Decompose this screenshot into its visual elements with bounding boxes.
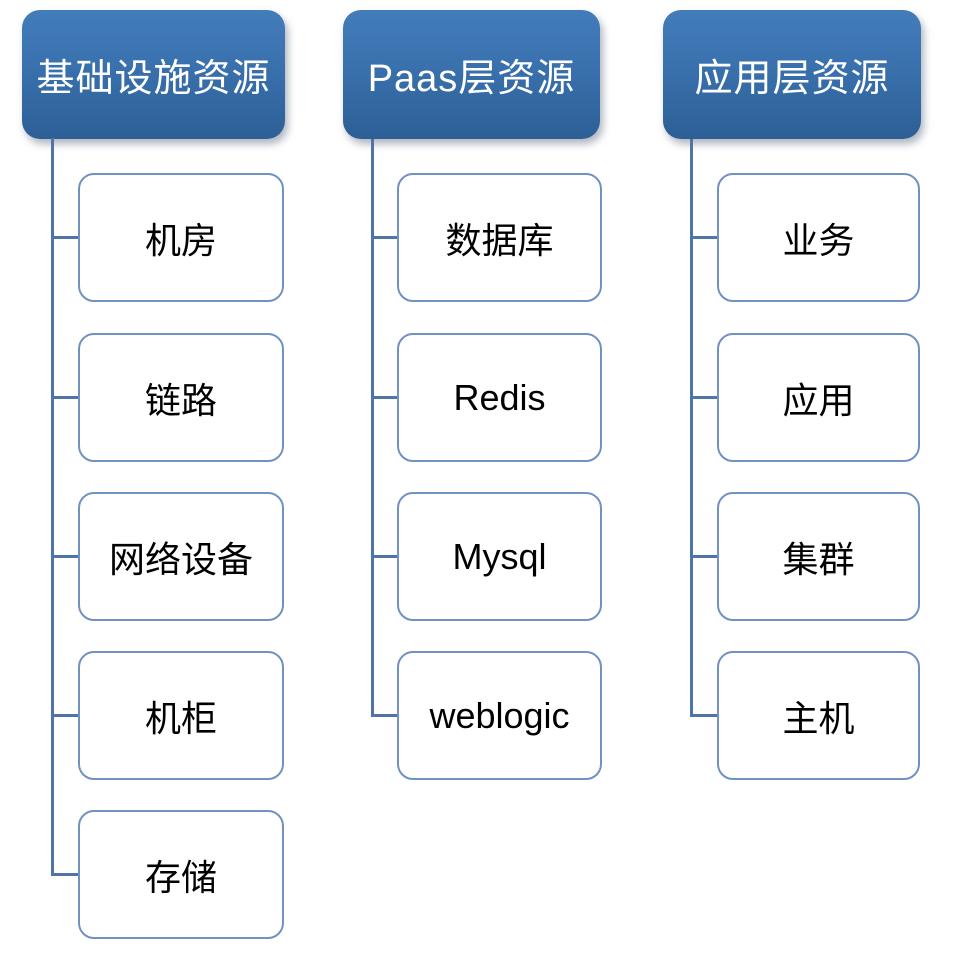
connector-vertical-line-paas (371, 139, 374, 716)
header-application-resources: 应用层资源 (663, 10, 921, 139)
node-server-room: 机房 (78, 173, 284, 302)
node-application: 应用 (717, 333, 920, 462)
node-storage: 存储 (78, 810, 284, 939)
node-cluster: 集群 (717, 492, 920, 621)
connector-stub (690, 555, 717, 558)
node-weblogic: weblogic (397, 651, 602, 780)
connector-stub (51, 555, 78, 558)
node-cabinet: 机柜 (78, 651, 284, 780)
connector-stub (51, 873, 78, 876)
node-mysql: Mysql (397, 492, 602, 621)
connector-stub (371, 555, 397, 558)
connector-stub (371, 714, 397, 717)
connector-stub (51, 236, 78, 239)
connector-stub (51, 396, 78, 399)
node-redis: Redis (397, 333, 602, 462)
node-host: 主机 (717, 651, 920, 780)
connector-stub (690, 236, 717, 239)
header-infrastructure-resources: 基础设施资源 (22, 10, 285, 139)
connector-stub (371, 396, 397, 399)
connector-stub (51, 714, 78, 717)
node-network-device: 网络设备 (78, 492, 284, 621)
header-paas-resources: Paas层资源 (343, 10, 600, 139)
connector-stub (371, 236, 397, 239)
connector-stub (690, 396, 717, 399)
connector-vertical-line-application (690, 139, 693, 716)
connector-vertical-line-infrastructure (51, 138, 54, 875)
connector-stub (690, 714, 717, 717)
node-database: 数据库 (397, 173, 602, 302)
node-link: 链路 (78, 333, 284, 462)
node-business: 业务 (717, 173, 920, 302)
